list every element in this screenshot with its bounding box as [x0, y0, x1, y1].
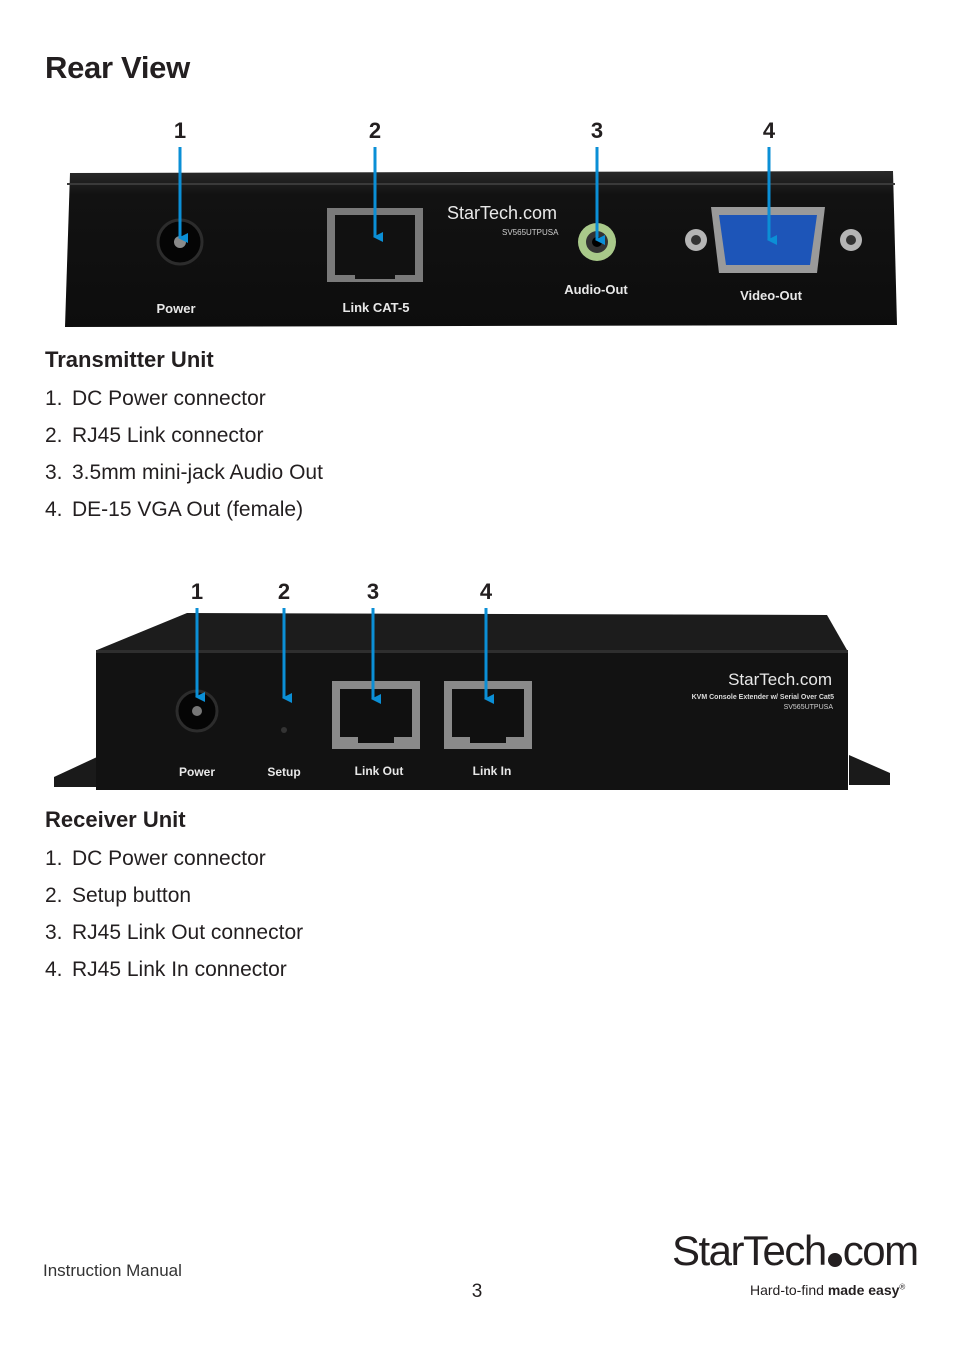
- device-body: [65, 171, 897, 327]
- footer-manual-label: Instruction Manual: [43, 1261, 182, 1280]
- photo-model: SV565UTPUSA: [784, 704, 834, 711]
- transmitter-heading: Transmitter Unit: [45, 347, 214, 372]
- device-lid: [97, 613, 847, 650]
- callout-number: 3: [590, 118, 604, 143]
- list-item: 2.RJ45 Link connector: [45, 424, 264, 447]
- receiver-heading: Receiver Unit: [45, 807, 186, 832]
- photo-label-power: Power: [156, 301, 195, 316]
- rj45-link-in-port: [444, 681, 532, 749]
- callout-number: 2: [277, 579, 291, 604]
- logo-dot-icon: [827, 1253, 842, 1267]
- photo-product: KVM Console Extender w/ Serial Over Cat5: [692, 694, 834, 701]
- photo-label-video: Video-Out: [740, 288, 803, 303]
- callout-number: 2: [368, 118, 382, 143]
- list-item: 3.RJ45 Link Out connector: [45, 921, 304, 944]
- callout-number: 3: [366, 579, 380, 604]
- receiver-rear-photo: Power Setup Link Out Link In StarTech.co…: [54, 608, 890, 790]
- photo-label-link: Link CAT-5: [343, 300, 410, 315]
- photo-label-link-out: Link Out: [355, 764, 404, 778]
- callout-number: 4: [479, 579, 493, 604]
- rj45-link-port: [327, 208, 423, 282]
- photo-brand: StarTech.com: [447, 203, 557, 223]
- list-item: 1.DC Power connector: [45, 387, 266, 410]
- photo-label-setup: Setup: [267, 765, 300, 779]
- logo-tagline: Hard-to-find made easy®: [750, 1282, 906, 1298]
- list-item: 2.Setup button: [45, 884, 192, 907]
- photo-brand: StarTech.com: [728, 670, 832, 689]
- rj45-link-out-port: [332, 681, 420, 749]
- callout-number: 4: [762, 118, 776, 143]
- callout-number: 1: [173, 118, 187, 143]
- transmitter-rear-photo: Power Link CAT-5 StarTech.com SV565UTPUS…: [65, 147, 897, 327]
- page-number: 3: [471, 1281, 483, 1302]
- callout-number: 1: [190, 579, 204, 604]
- page-title: Rear View: [45, 50, 190, 85]
- list-item: 3.3.5mm mini-jack Audio Out: [45, 461, 323, 484]
- list-item: 4.DE-15 VGA Out (female): [45, 498, 304, 521]
- photo-model: SV565UTPUSA: [502, 228, 559, 237]
- list-item: 1.DC Power connector: [45, 847, 266, 870]
- receiver-list: 1.DC Power connector 2.Setup button 3.RJ…: [45, 840, 303, 988]
- photo-label-link-in: Link In: [473, 764, 512, 778]
- setup-button: [281, 727, 287, 733]
- photo-label-power: Power: [179, 765, 215, 779]
- dc-power-jack: [175, 689, 219, 733]
- photo-label-audio: Audio-Out: [564, 282, 628, 297]
- list-item: 4.RJ45 Link In connector: [45, 958, 287, 981]
- transmitter-list: 1.DC Power connector 2.RJ45 Link connect…: [45, 380, 323, 528]
